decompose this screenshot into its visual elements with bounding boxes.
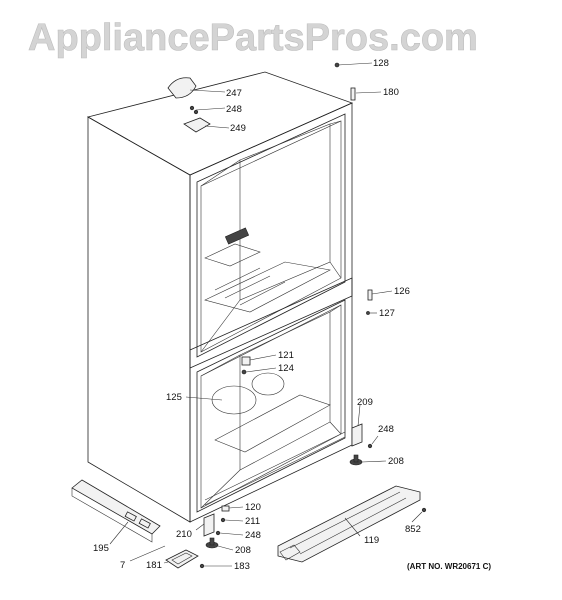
leader-lines [109, 62, 423, 567]
callout-126: 126 [394, 286, 410, 297]
refrigerator-cabinet [86, 71, 354, 523]
part-183-screw [199, 563, 205, 569]
callout-195: 195 [93, 543, 109, 554]
callout-210: 210 [176, 529, 192, 540]
part-208-leveler-right [349, 454, 363, 466]
part-249-top-hinge [183, 117, 211, 133]
callout-852: 852 [405, 524, 421, 535]
callout-248-top: 248 [226, 104, 242, 115]
part-180-plug [350, 87, 356, 101]
part-181-bracket [165, 549, 199, 569]
part-209-hinge [351, 423, 363, 447]
callout-208-bottom: 208 [235, 545, 251, 556]
callout-208-right: 208 [388, 456, 404, 467]
watermark-text: AppliancePartsPros.com [28, 17, 478, 59]
part-124-part [241, 369, 247, 375]
callout-248-right: 248 [378, 424, 394, 435]
part-127-screw [366, 311, 370, 315]
part-7-brackets [124, 511, 151, 529]
callout-248-bottom: 248 [245, 530, 261, 541]
callout-180: 180 [383, 87, 399, 98]
part-210-hinge [203, 513, 215, 537]
callout-124: 124 [278, 363, 294, 374]
part-248-screws-top [189, 105, 199, 115]
part-248-screw-right [367, 443, 373, 449]
callout-7: 7 [120, 560, 125, 571]
part-195-grille [71, 479, 161, 535]
callout-125: 125 [166, 392, 182, 403]
callout-183: 183 [234, 561, 250, 572]
callout-211: 211 [245, 516, 260, 527]
part-208-leveler-bottom [205, 537, 219, 549]
part-126-stop [367, 289, 373, 301]
callout-249: 249 [230, 123, 246, 134]
callout-247: 247 [226, 88, 242, 99]
part-121-part [241, 356, 251, 366]
part-852-screw [421, 507, 427, 513]
callout-121: 121 [278, 350, 294, 361]
art-number: (ART NO. WR20671 C) [407, 562, 491, 571]
part-248-screw-bottom [215, 530, 221, 536]
callout-209: 209 [357, 397, 373, 408]
callout-119: 119 [364, 535, 379, 546]
callout-181: 181 [146, 560, 162, 571]
callout-120: 120 [245, 502, 261, 513]
part-211-part [220, 517, 226, 523]
part-120-part [221, 505, 230, 512]
part-119-grille [277, 485, 421, 563]
callout-128: 128 [373, 58, 389, 69]
part-247-top-cover [167, 77, 197, 99]
callout-127: 127 [379, 308, 395, 319]
